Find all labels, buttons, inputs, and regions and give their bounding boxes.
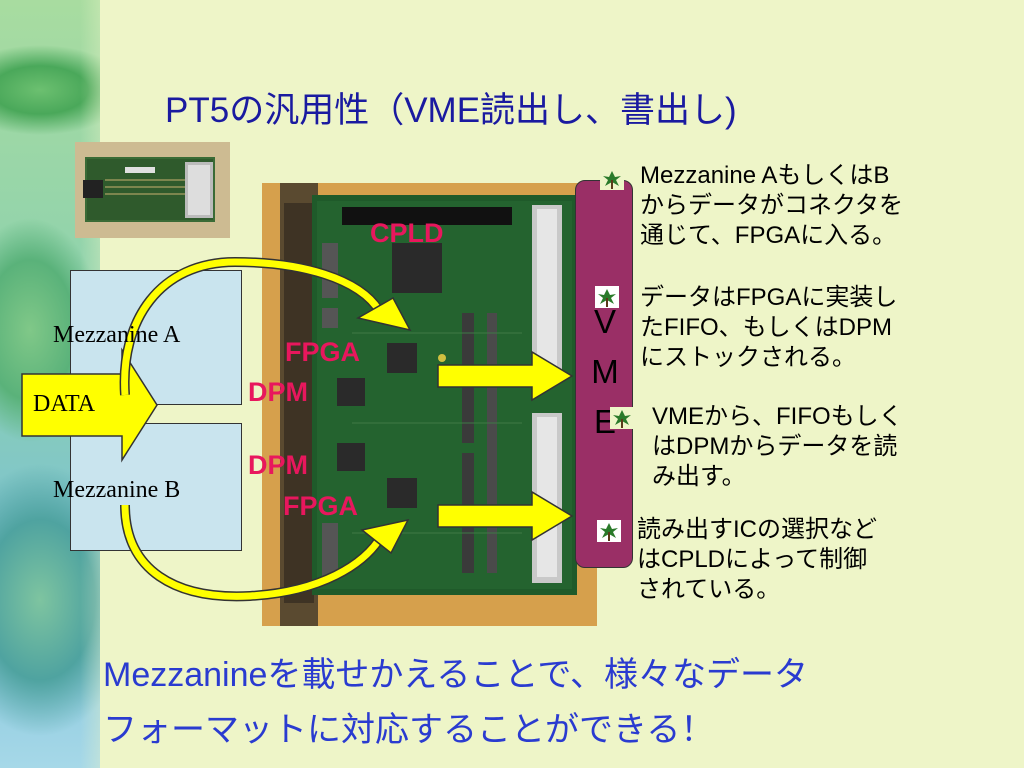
fpga-top-label: FPGA bbox=[285, 337, 361, 367]
fpga-bottom-label: FPGA bbox=[283, 491, 359, 521]
slide-title: PT5の汎用性（VME読出し、書出し) bbox=[165, 91, 737, 130]
bullet-3: VMEから、FIFOもしく はDPMからデータを読 み出す。 bbox=[652, 403, 903, 490]
bullet-4: 読み出すICの選択など はCPLDによって制御 されている。 bbox=[637, 516, 877, 603]
vme-letter-v: V bbox=[593, 303, 616, 340]
conclusion-line-1: Mezzanineを載せかえることで、様々なデータ bbox=[103, 656, 809, 694]
mezzanine-b-box bbox=[70, 423, 242, 551]
mezzanine-a-label: Mezzanine A bbox=[53, 322, 181, 348]
bullet-1: Mezzanine AもしくはB からデータがコネクタを 通じて、FPGAに入る… bbox=[640, 162, 904, 249]
cpld-label: CPLD bbox=[370, 218, 444, 248]
bullet-2: データはFPGAに実装し たFIFO、もしくはDPM にストックされる。 bbox=[640, 284, 898, 371]
mezzanine-card-photo bbox=[75, 142, 230, 238]
conclusion-line-2: フォーマットに対応することができる！ bbox=[103, 711, 715, 749]
curved-arrow-bottom bbox=[121, 504, 386, 600]
mezzanine-b-label: Mezzanine B bbox=[53, 477, 181, 503]
vme-letter-m: M bbox=[591, 353, 619, 390]
leaf-bullet-icon bbox=[600, 168, 624, 190]
fpga-to-vme-arrow-top bbox=[437, 350, 574, 402]
leaf-bullet-icon bbox=[595, 286, 619, 308]
data-label: DATA bbox=[33, 391, 96, 417]
dpm-bottom-label: DPM bbox=[248, 450, 308, 480]
curved-arrow-top bbox=[121, 258, 384, 396]
vme-bus-bar bbox=[575, 180, 633, 568]
leaf-bullet-icon bbox=[597, 520, 621, 542]
dpm-top-label: DPM bbox=[248, 377, 308, 407]
fpga-to-vme-arrow-bottom bbox=[437, 490, 574, 542]
leaf-bullet-icon bbox=[610, 407, 634, 429]
